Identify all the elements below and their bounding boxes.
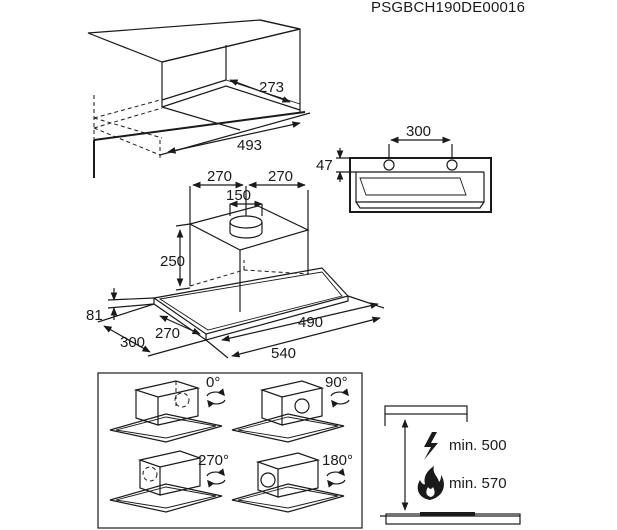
clearance-gas-label: min. 570: [449, 475, 507, 492]
document-code: PSGBCH190DE00016: [371, 0, 525, 16]
rotation-90: 90°: [231, 374, 349, 443]
hood-offset-left-label: 270: [207, 168, 232, 185]
rotation-0: 0°: [109, 374, 225, 443]
clearance-drawing: min. 500 min. 570: [380, 405, 521, 525]
mounting-bracket-drawing: 300 47: [316, 123, 492, 213]
hood-width-label: 540: [271, 345, 296, 362]
rotation-angle-270: 270°: [198, 452, 229, 469]
rotation-270: 270°: [109, 450, 229, 513]
hood-inner-width-label: 490: [298, 314, 323, 331]
cabinet-drawing: 273 493: [87, 19, 311, 178]
rotation-180: 180°: [231, 452, 353, 513]
hood-chimney-depth-label: 270: [155, 325, 180, 342]
cabinet-width-label: 493: [237, 137, 262, 154]
bracket-spacing-label: 300: [406, 123, 431, 140]
flame-icon: [417, 466, 444, 500]
hood-drawing: 270 270 150 250 81 300 270 490 540: [86, 168, 385, 362]
hood-body-height-label: 81: [86, 307, 103, 324]
lightning-icon: [424, 432, 438, 460]
hood-offset-right-label: 270: [268, 168, 293, 185]
bracket-height-label: 47: [316, 157, 333, 174]
rotation-angle-180: 180°: [322, 452, 353, 469]
rotation-angle-0: 0°: [206, 374, 220, 391]
rotation-angle-90: 90°: [325, 374, 348, 391]
rotation-panel-frame: [97, 372, 363, 529]
clearance-electric-label: min. 500: [449, 437, 507, 454]
hood-chimney-height-label: 250: [160, 253, 185, 270]
cabinet-depth-label: 273: [259, 79, 284, 96]
hood-depth-label: 300: [120, 334, 145, 351]
hood-outlet-label: 150: [226, 187, 251, 204]
